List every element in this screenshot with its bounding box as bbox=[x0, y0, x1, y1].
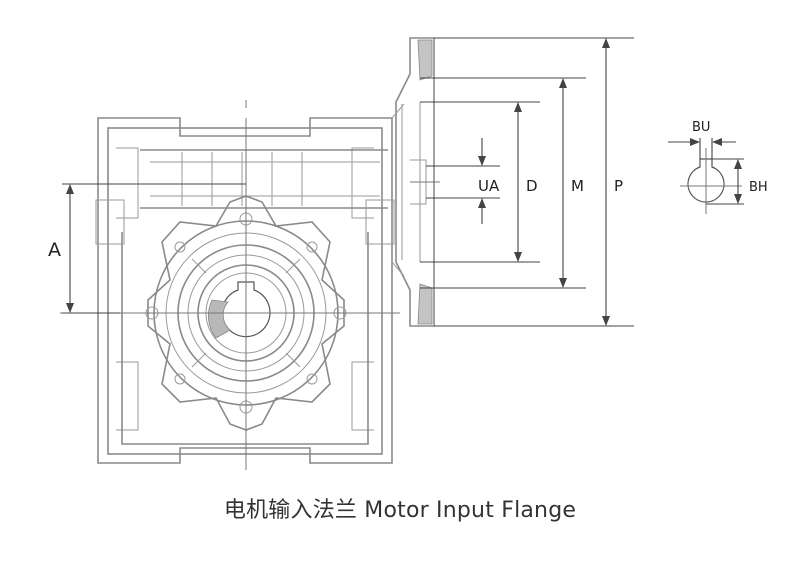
keyway-detail: BU BH bbox=[668, 120, 768, 214]
label-a: A bbox=[48, 239, 61, 261]
label-bh: BH bbox=[749, 180, 768, 195]
label-m: M bbox=[571, 177, 584, 195]
dimension-a: A bbox=[48, 183, 246, 314]
gearbox-housing bbox=[95, 117, 395, 464]
dimension-lines-right: UA D M P bbox=[420, 37, 634, 327]
label-p: P bbox=[614, 177, 623, 195]
output-hub bbox=[60, 100, 400, 470]
label-d: D bbox=[526, 177, 538, 195]
label-bu: BU bbox=[692, 120, 710, 135]
label-ua: UA bbox=[478, 177, 500, 195]
input-flange-section bbox=[391, 37, 440, 327]
figure-caption: 电机输入法兰 Motor Input Flange bbox=[223, 498, 577, 523]
